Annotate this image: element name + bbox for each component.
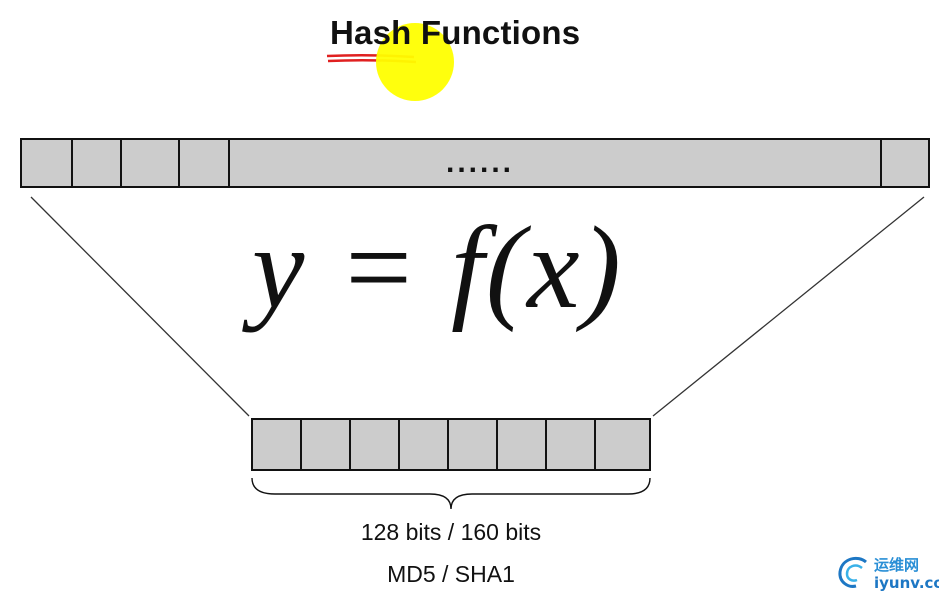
- output-algorithm-label: MD5 / SHA1: [387, 561, 515, 587]
- input-ellipsis: ......: [445, 146, 514, 179]
- input-message-bar: [20, 138, 930, 188]
- input-cell: [73, 140, 122, 186]
- input-cell: [22, 140, 73, 186]
- output-cell: [400, 420, 449, 469]
- laser-pointer-highlight: [376, 23, 454, 101]
- hash-output-bar: [251, 418, 651, 471]
- input-cell: [180, 140, 230, 186]
- output-cell: [302, 420, 351, 469]
- output-size-label: 128 bits / 160 bits: [360, 519, 542, 545]
- output-cell: [449, 420, 498, 469]
- funnel-left-line: [30, 196, 250, 417]
- input-cell: [122, 140, 180, 186]
- output-cell: [351, 420, 400, 469]
- output-brace: [251, 477, 651, 510]
- slide-title: Hash Functions: [330, 14, 581, 51]
- watermark-text-cn: 运维网: [874, 556, 920, 574]
- watermark-text-en: iyunv.com: [874, 574, 939, 592]
- swirl-logo-icon: [838, 556, 867, 588]
- watermark-logo: 运维网 iyunv.com: [836, 552, 939, 598]
- output-cell: [253, 420, 302, 469]
- output-cell: [547, 420, 596, 469]
- hash-formula: y = f(x): [252, 202, 623, 333]
- output-cell: [596, 420, 649, 469]
- output-cell: [498, 420, 547, 469]
- input-cell: [880, 140, 928, 186]
- funnel-right-line: [652, 196, 925, 417]
